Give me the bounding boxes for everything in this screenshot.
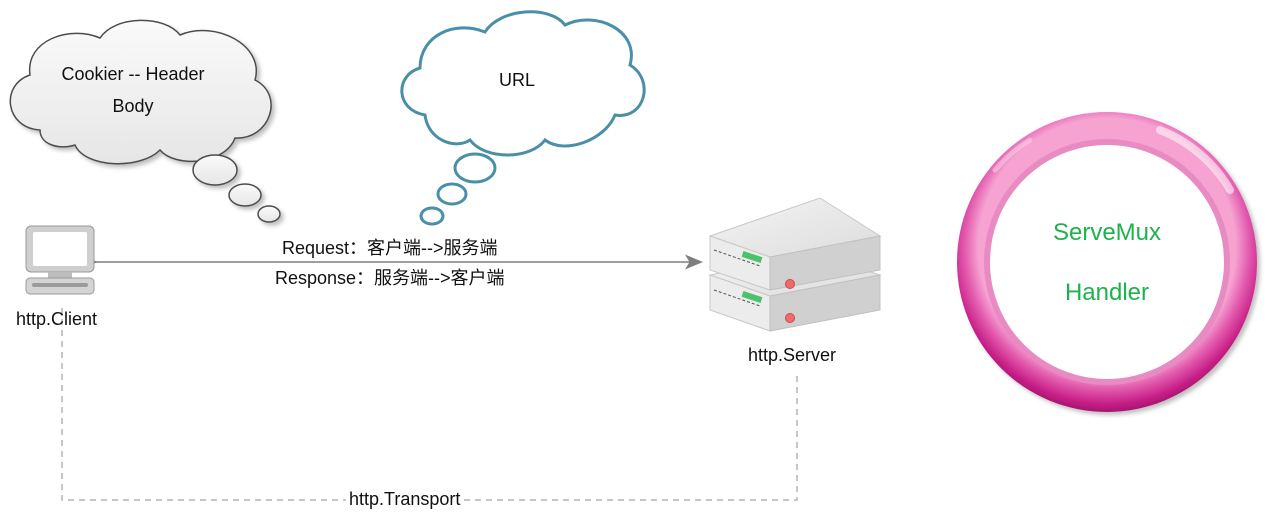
cloud-header-text: Cookier -- Header xyxy=(61,64,205,84)
servemux-label: ServeMux xyxy=(1052,219,1162,246)
handler-label: Handler xyxy=(1064,279,1150,306)
transport-dashed-path xyxy=(61,308,798,501)
computer-icon xyxy=(25,225,95,295)
url-cloud xyxy=(400,10,646,226)
request-label: Request：客户端-->服务端 xyxy=(279,234,501,260)
cloud-url-text: URL xyxy=(498,70,535,90)
servemux-ring xyxy=(957,112,1257,412)
server-label: http.Server xyxy=(748,345,837,365)
transport-label: http.Transport xyxy=(346,489,464,510)
header-body-cloud xyxy=(9,19,281,223)
response-label: Response：服务端-->客户端 xyxy=(272,264,508,290)
server-icon xyxy=(708,197,882,332)
client-label: http.Client xyxy=(16,309,98,329)
cloud-body-text: Body xyxy=(112,96,154,116)
